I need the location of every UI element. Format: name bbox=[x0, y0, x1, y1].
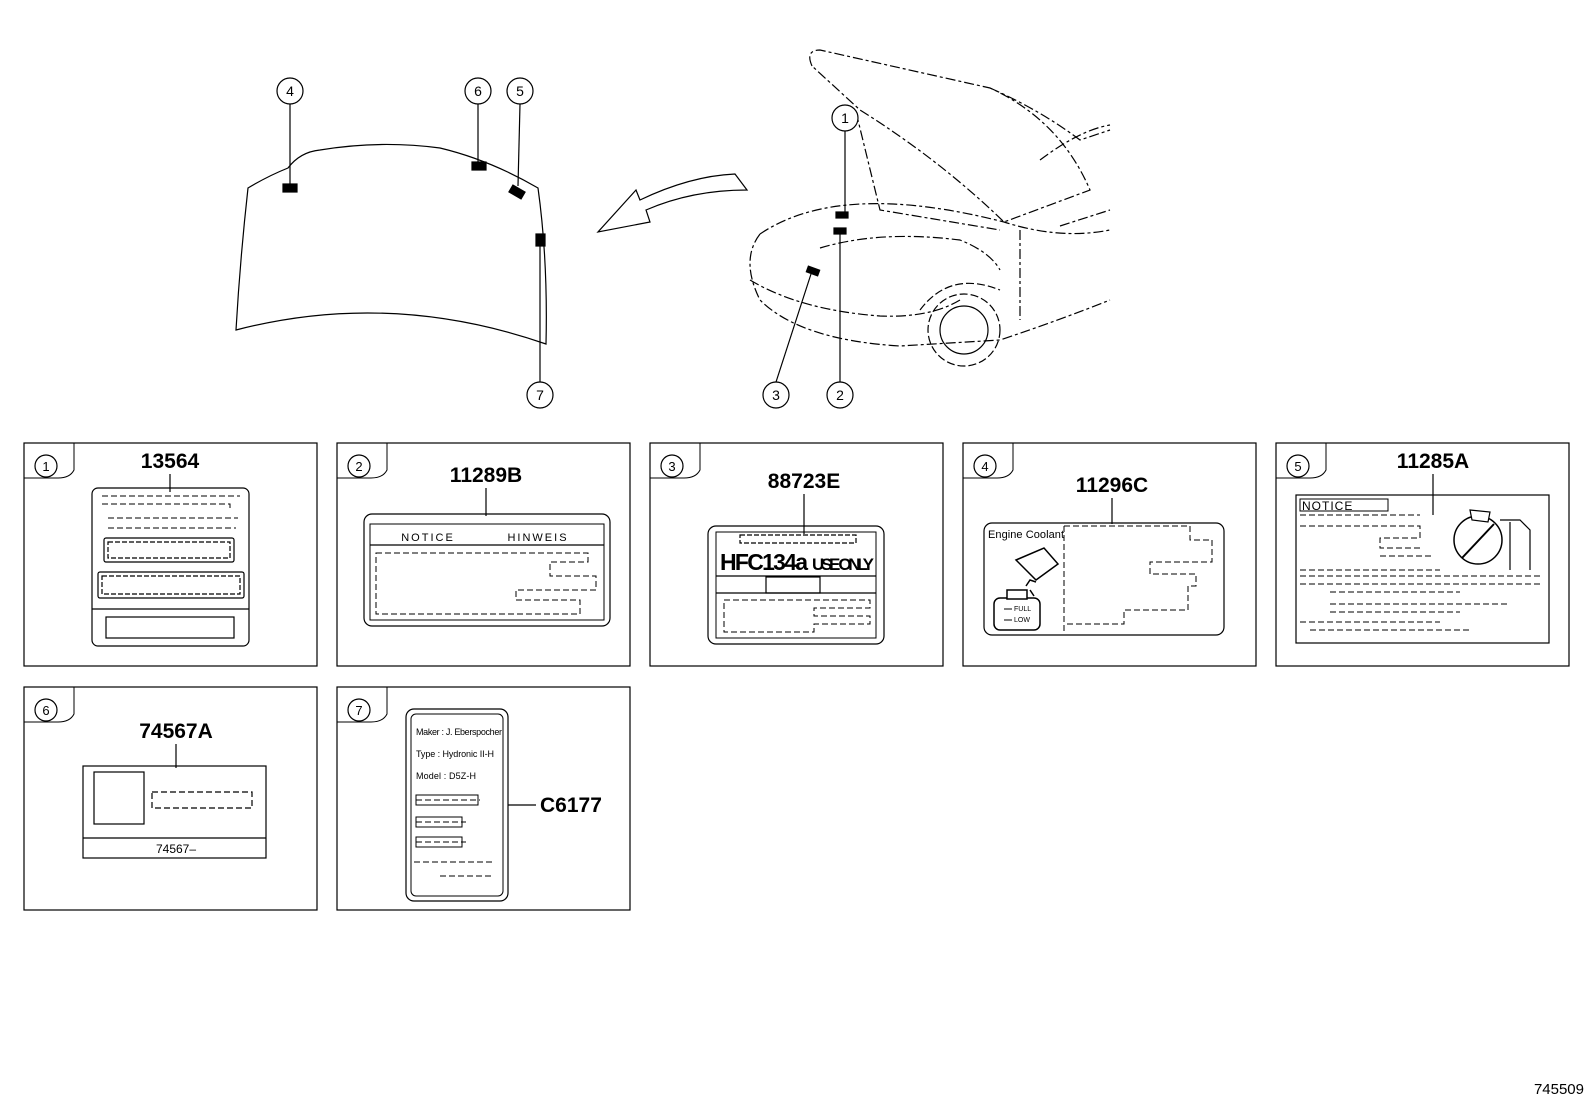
car-illustration bbox=[749, 49, 1111, 347]
level-full: FULL bbox=[1014, 606, 1031, 613]
panel-index: 1 bbox=[42, 459, 49, 474]
callout-3: 3 bbox=[762, 381, 790, 409]
callout-7: 7 bbox=[526, 381, 554, 409]
model-line: Model : D5Z-H bbox=[416, 771, 476, 781]
label-11285A bbox=[1295, 494, 1550, 644]
svg-text:7: 7 bbox=[536, 387, 544, 403]
panel-3: 3 88723E HFC134a USE ONLY bbox=[649, 442, 944, 667]
label-13564 bbox=[91, 487, 250, 647]
car-side bbox=[1019, 209, 1111, 320]
panel-4: 4 11296C Engine Coolant FULL LOW bbox=[962, 442, 1257, 667]
car-wheel bbox=[919, 282, 1001, 367]
car-label-marker-3 bbox=[805, 265, 821, 277]
diagram-id: 745509 bbox=[1534, 1081, 1584, 1098]
svg-text:5: 5 bbox=[516, 83, 524, 99]
car-roof bbox=[1039, 124, 1111, 161]
car-label-marker-2 bbox=[833, 227, 847, 235]
car-label-markers: 1 3 2 bbox=[762, 104, 859, 409]
svg-text:6: 6 bbox=[474, 83, 482, 99]
part-number: 13564 bbox=[141, 450, 200, 473]
car-fender bbox=[759, 203, 1111, 235]
callout-4: 4 bbox=[276, 77, 304, 105]
svg-text:1: 1 bbox=[841, 110, 849, 126]
level-low: LOW bbox=[1014, 617, 1030, 624]
hood-illustration: 4 6 5 7 bbox=[235, 77, 554, 409]
panel-5: 5 11285A NOTICE bbox=[1275, 442, 1570, 667]
hood-label-marker-4 bbox=[282, 183, 298, 193]
car-body-front bbox=[749, 233, 1111, 347]
car-engine-edge bbox=[819, 235, 1001, 271]
hood-outline bbox=[235, 143, 547, 345]
svg-text:2: 2 bbox=[836, 387, 844, 403]
label-88723E bbox=[707, 525, 885, 645]
part-number: C6177 bbox=[540, 794, 602, 817]
panel-index: 4 bbox=[981, 459, 988, 474]
panel-index: 3 bbox=[668, 459, 675, 474]
label-74567A bbox=[82, 765, 267, 859]
label-engine-coolant: Engine Coolant bbox=[988, 529, 1064, 541]
label-footer: 74567– bbox=[156, 842, 196, 856]
hood-label-marker-7 bbox=[535, 233, 546, 247]
label-use-only: USE ONLY bbox=[812, 555, 875, 574]
maker-line: Maker : J. Eberspocher bbox=[416, 727, 502, 737]
part-number: 88723E bbox=[768, 470, 840, 493]
svg-text:4: 4 bbox=[286, 83, 294, 99]
part-number: 11285A bbox=[1397, 450, 1469, 473]
leader-3 bbox=[775, 273, 812, 383]
label-notice: NOTICE bbox=[1302, 499, 1353, 513]
panel-index: 5 bbox=[1294, 459, 1301, 474]
car-open-hood bbox=[809, 49, 1091, 223]
callout-2: 2 bbox=[826, 381, 854, 409]
hood-label-marker-6 bbox=[471, 161, 487, 171]
direction-arrow bbox=[596, 173, 749, 233]
panel-1: 1 13564 bbox=[23, 442, 318, 667]
label-hfc134a: HFC134a bbox=[720, 549, 808, 575]
leader-5 bbox=[517, 103, 521, 187]
hood-label-marker-5 bbox=[508, 184, 526, 200]
panel-index: 2 bbox=[355, 459, 362, 474]
type-line: Type : Hydronic II-H bbox=[416, 749, 494, 759]
label-11289B bbox=[363, 513, 611, 627]
label-header-hinweis: HINWEIS bbox=[507, 532, 568, 544]
car-label-marker-1 bbox=[835, 211, 849, 219]
car-hood-opening bbox=[855, 111, 1001, 231]
svg-text:3: 3 bbox=[772, 387, 780, 403]
label-11296C bbox=[983, 522, 1225, 636]
car-bumper bbox=[749, 279, 961, 317]
part-number: 74567A bbox=[139, 720, 213, 743]
panel-2: 2 11289B NOTICE HINWEIS bbox=[336, 442, 631, 667]
callout-1: 1 bbox=[831, 104, 859, 132]
part-number: 11289B bbox=[450, 464, 522, 487]
panel-7: 7 Maker : J. Eberspocher Type : Hydronic… bbox=[336, 686, 631, 911]
callout-5: 5 bbox=[506, 77, 534, 105]
panel-6: 6 74567A 74567– bbox=[23, 686, 318, 911]
part-number: 11296C bbox=[1076, 474, 1148, 497]
callout-6: 6 bbox=[464, 77, 492, 105]
radiator-cap-icon bbox=[1453, 509, 1531, 570]
panel-index: 6 bbox=[42, 703, 49, 718]
coolant-bottle-icon bbox=[993, 547, 1060, 631]
panel-index: 7 bbox=[355, 703, 362, 718]
label-header-notice: NOTICE bbox=[401, 532, 455, 544]
car-windshield bbox=[989, 87, 1111, 141]
